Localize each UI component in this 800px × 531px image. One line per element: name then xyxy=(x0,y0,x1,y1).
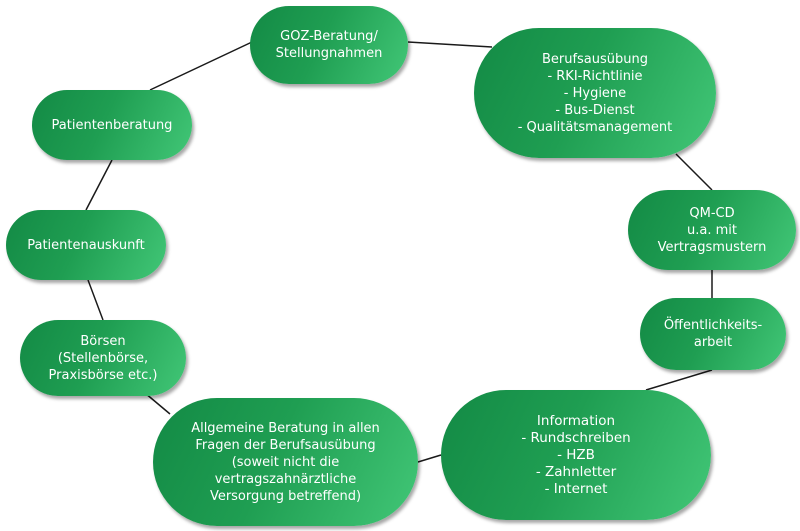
node-allgemeine-beratung: Allgemeine Beratung in allen Fragen der … xyxy=(153,398,418,526)
node-oeffentlichkeitsarbeit-label: Öffentlichkeits- arbeit xyxy=(663,318,763,350)
node-patientenauskunft: Patientenauskunft xyxy=(6,210,166,280)
node-goz-beratung: GOZ-Beratung/ Stellungnahmen xyxy=(250,6,408,84)
node-patientenberatung-label: Patientenberatung xyxy=(51,117,173,133)
node-goz-beratung-label: GOZ-Beratung/ Stellungnahmen xyxy=(275,29,383,61)
node-information-label: Information - Rundschreiben - HZB - Zahn… xyxy=(521,412,631,497)
edge-info-allg xyxy=(417,454,442,463)
edge-boersen-auskunft xyxy=(87,279,104,321)
edge-oeff-info xyxy=(645,369,713,391)
node-qm-cd-label: QM-CD u.a. mit Vertragsmustern xyxy=(657,205,767,255)
node-boersen: Börsen (Stellenbörse, Praxisbörse etc.) xyxy=(20,320,186,396)
edge-auskunft-beratung xyxy=(85,159,113,211)
node-allgemeine-beratung-label: Allgemeine Beratung in allen Fragen der … xyxy=(191,420,380,504)
node-patientenauskunft-label: Patientenauskunft xyxy=(27,237,145,253)
node-berufsausuebung: Berufsausübung - RKI-Richtlinie - Hygien… xyxy=(474,28,716,158)
node-berufsausuebung-label: Berufsausübung - RKI-Richtlinie - Hygien… xyxy=(517,51,673,135)
edge-beratung-goz xyxy=(149,41,253,91)
node-qm-cd: QM-CD u.a. mit Vertragsmustern xyxy=(628,190,796,270)
edge-berufs-qmcd xyxy=(675,153,713,191)
node-boersen-label: Börsen (Stellenbörse, Praxisbörse etc.) xyxy=(48,333,158,383)
edge-allg-boersen xyxy=(144,392,171,415)
node-oeffentlichkeitsarbeit: Öffentlichkeits- arbeit xyxy=(640,298,786,370)
node-patientenberatung: Patientenberatung xyxy=(32,90,192,160)
node-information: Information - Rundschreiben - HZB - Zahn… xyxy=(441,390,711,520)
edge-goz-berufs xyxy=(407,41,493,48)
